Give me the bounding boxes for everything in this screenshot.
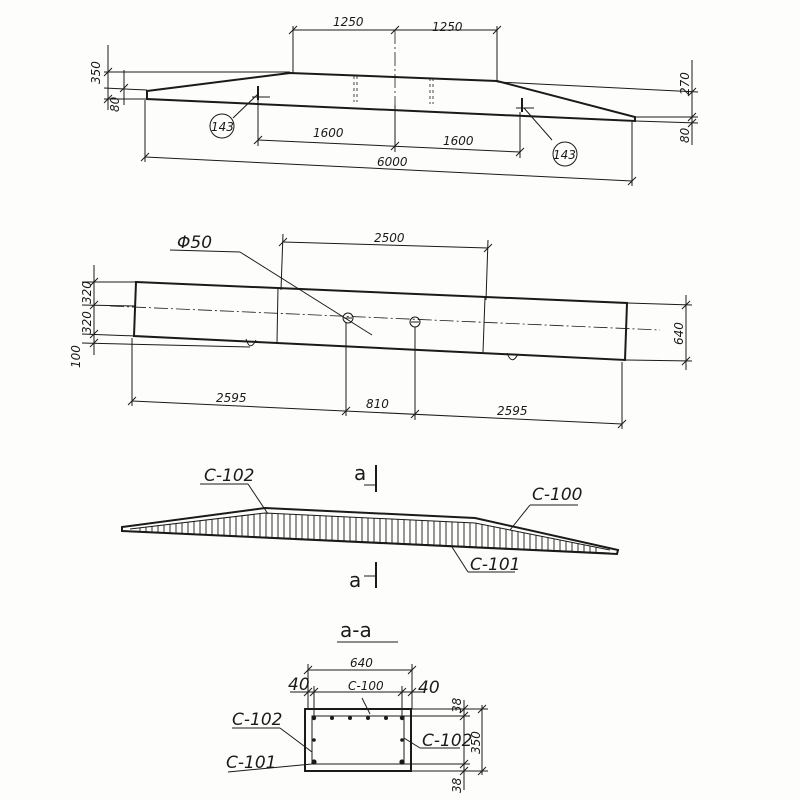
dim-350-section: 350 — [469, 731, 483, 754]
section-label-c100: C-100 — [348, 679, 384, 693]
dim-1250-left: 1250 — [333, 15, 364, 29]
dim-40-left: 40 — [288, 675, 310, 695]
section-view: a-a 640 — [226, 618, 488, 793]
dim-270: 270 — [678, 72, 692, 95]
mark-143-right: 143 — [553, 148, 576, 162]
dim-320-top: 320 — [80, 281, 94, 304]
bar-c101-line — [129, 530, 611, 554]
bar-c100-line — [129, 512, 611, 551]
lifting-loop-left — [209, 86, 270, 139]
plan-loop-left — [245, 338, 257, 347]
section-outline — [304, 708, 412, 772]
dim-plan-bottom — [127, 323, 627, 429]
dim-80-right: 80 — [678, 127, 692, 143]
section-label-c102-left: C-102 — [232, 710, 282, 730]
plan-longitudinal-axis — [109, 305, 661, 331]
section-mark-top: a — [354, 461, 366, 485]
dim-2595-right: 2595 — [497, 404, 528, 418]
dim-plan-right — [624, 295, 693, 370]
dim-38-bottom: 38 — [450, 777, 464, 793]
section-mark-bottom: a — [349, 568, 361, 592]
dim-cover-row — [290, 686, 425, 716]
dim-right-heights — [496, 60, 699, 145]
lifting-loop-right — [516, 98, 578, 167]
dim-100: 100 — [69, 345, 83, 368]
beam-plan-outline — [132, 280, 629, 362]
dim-40-right: 40 — [418, 678, 440, 698]
dim-640-section: 640 — [350, 656, 373, 670]
dim-section-right — [404, 700, 488, 790]
beam-reinforcement-outline — [121, 506, 620, 556]
dim-1600 — [253, 100, 525, 158]
plan-segment-line — [482, 296, 486, 353]
plan-segment-line — [276, 286, 279, 343]
dim-1600-left: 1600 — [313, 126, 344, 140]
dim-810: 810 — [366, 397, 389, 411]
rebar-dots — [311, 715, 405, 765]
dim-1250-right: 1250 — [432, 20, 463, 34]
stirrup-hatching — [139, 513, 597, 553]
label-c102: C-102 — [204, 466, 254, 486]
dim-1600-right: 1600 — [443, 134, 474, 148]
dim-2500: 2500 — [374, 231, 405, 245]
dim-38-top: 38 — [450, 697, 464, 713]
dim-left-heights — [103, 45, 290, 110]
label-c101: C-101 — [470, 555, 520, 575]
dim-top-1250 — [288, 25, 502, 82]
reinforcement-view: C-102 C-100 C-101 a a — [121, 461, 620, 592]
dim-640-section — [303, 664, 417, 709]
label-c100: C-100 — [532, 485, 582, 505]
hole-diameter-label: Φ50 — [177, 233, 212, 253]
dim-2595-left: 2595 — [216, 391, 247, 405]
dim-2500 — [278, 233, 493, 301]
dim-640-plan: 640 — [672, 322, 686, 345]
dim-6000: 6000 — [377, 155, 408, 169]
dim-350: 350 — [89, 61, 103, 84]
mark-143-left: 143 — [211, 120, 234, 134]
section-label-c102-right: C-102 — [422, 731, 472, 751]
plan-view: Φ50 2500 320 320 100 — [69, 231, 693, 429]
stirrup-c102 — [311, 715, 405, 765]
dim-plan-left — [81, 265, 251, 355]
section-title: a-a — [340, 618, 372, 642]
section-label-c101: C-101 — [226, 753, 276, 773]
dim-6000 — [140, 100, 637, 186]
elevation-view: 1250 1250 350 80 270 80 — [89, 15, 699, 186]
plan-loop-right — [506, 352, 519, 361]
hole-left — [342, 312, 354, 324]
dim-80-left: 80 — [108, 96, 122, 112]
dim-320-bottom: 320 — [80, 311, 94, 334]
